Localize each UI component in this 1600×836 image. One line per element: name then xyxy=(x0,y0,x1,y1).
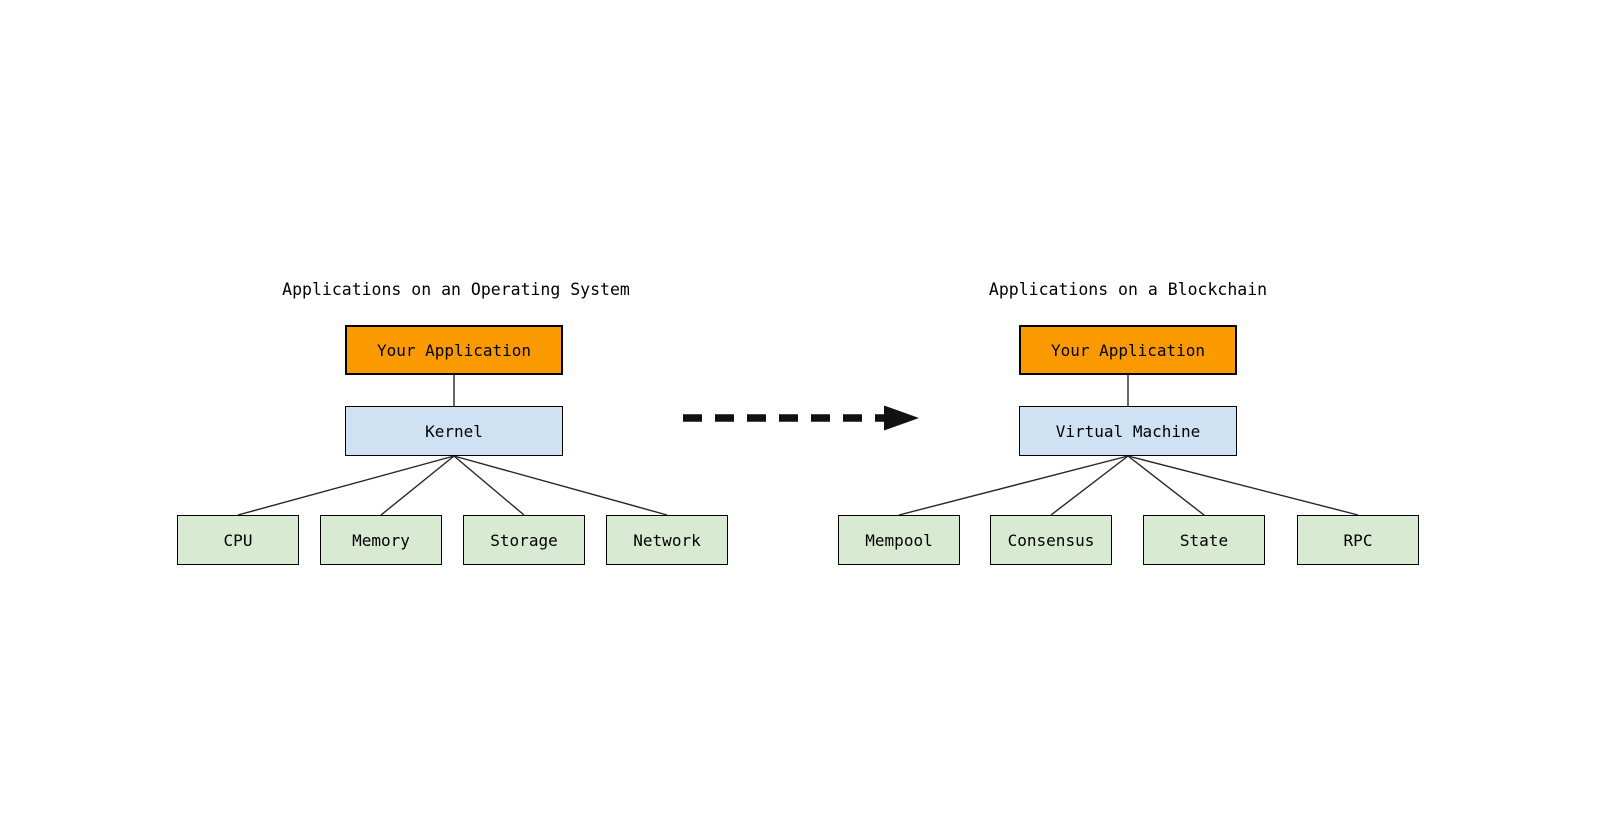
right-your-application-box: Your Application xyxy=(1019,325,1237,375)
left-edge-cpu xyxy=(237,455,455,516)
right-child-box-state: State xyxy=(1143,515,1265,565)
left-edge-storage xyxy=(453,455,525,516)
right-edge-consensus xyxy=(1050,455,1129,516)
right-child-box-mempool: Mempool xyxy=(838,515,960,565)
left-child-box-storage: Storage xyxy=(463,515,585,565)
right-child-box-consensus: Consensus xyxy=(990,515,1112,565)
left-child-box-memory: Memory xyxy=(320,515,442,565)
left-edge-memory xyxy=(380,455,455,516)
dashed-arrow-head xyxy=(884,405,919,431)
right-edge-rpc xyxy=(1127,455,1359,516)
dashed-right-arrow-icon xyxy=(683,405,919,431)
left-your-application-box: Your Application xyxy=(345,325,563,375)
left-edge-network xyxy=(453,455,668,516)
right-virtual-machine-box: Virtual Machine xyxy=(1019,406,1237,456)
left-child-box-cpu: CPU xyxy=(177,515,299,565)
right-child-box-rpc: RPC xyxy=(1297,515,1419,565)
left-child-box-network: Network xyxy=(606,515,728,565)
left-diagram-title: Applications on an Operating System xyxy=(282,280,630,299)
right-edge-state xyxy=(1127,455,1205,516)
left-kernel-box: Kernel xyxy=(345,406,563,456)
right-edge-mempool xyxy=(898,455,1129,516)
right-diagram-title: Applications on a Blockchain xyxy=(988,280,1268,299)
